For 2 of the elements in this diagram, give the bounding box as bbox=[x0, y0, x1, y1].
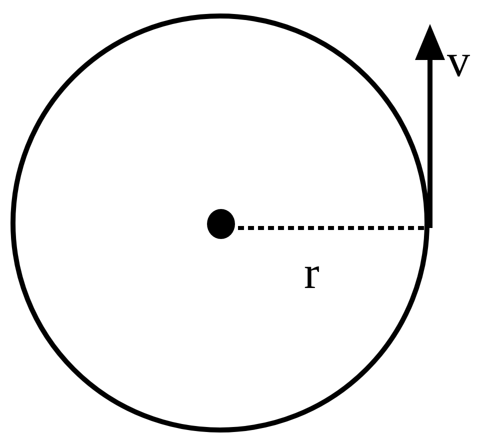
variable-label: v bbox=[447, 38, 470, 84]
variable-label: r bbox=[304, 250, 320, 296]
